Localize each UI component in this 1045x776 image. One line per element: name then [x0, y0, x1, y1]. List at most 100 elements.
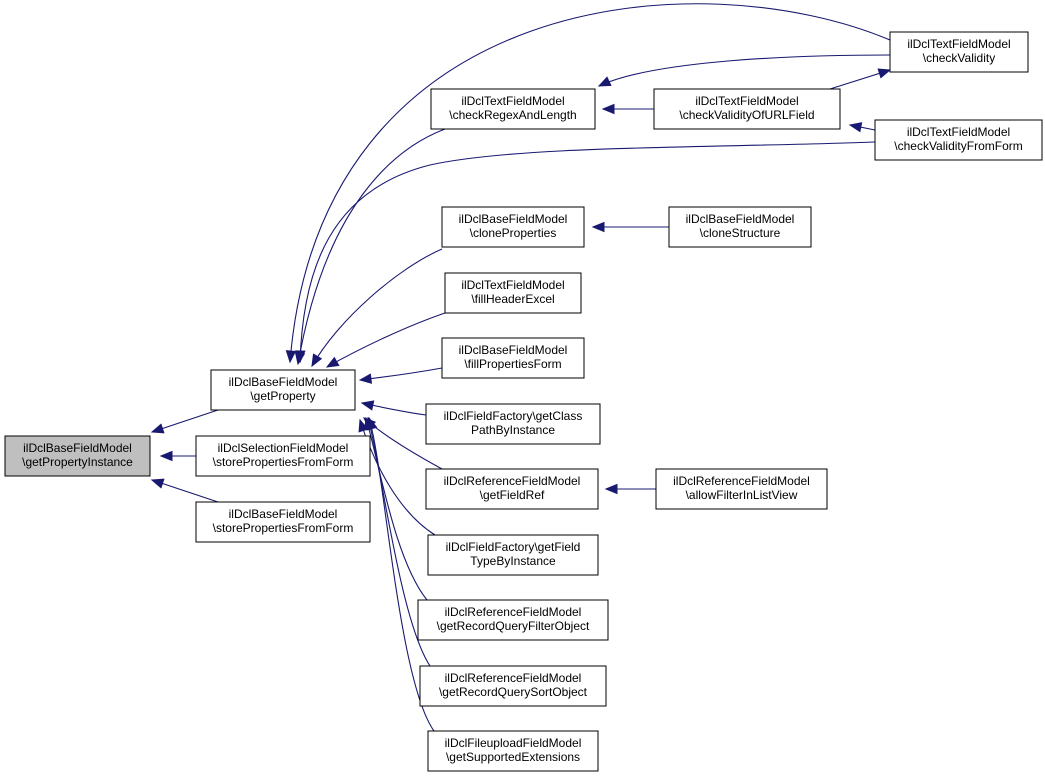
edge-cloneProps-to-getProperty [311, 248, 443, 368]
node-box[interactable] [430, 88, 596, 130]
node-class-label: ilDclReferenceFieldModel [445, 671, 582, 685]
node-class-label: ilDclTextFieldModel [695, 94, 798, 108]
node-class-label: ilDclBaseFieldModel [686, 212, 795, 226]
arrowhead [877, 68, 892, 79]
node-class-label: ilDclTextFieldModel [461, 278, 564, 292]
node-class-label: ilDclReferenceFieldModel [445, 605, 582, 619]
node-class-label: ilDclReferenceFieldModel [444, 474, 581, 488]
node-class-label: ilDclTextFieldModel [907, 37, 1010, 51]
arrowhead [150, 423, 165, 434]
edge-line [367, 417, 431, 667]
node-box[interactable] [444, 272, 582, 314]
arrowhead [367, 416, 378, 431]
node-method-label: \cloneProperties [470, 226, 557, 240]
node-class-label: ilDclBaseFieldModel [23, 441, 132, 455]
node-box[interactable] [441, 337, 585, 379]
node-class-label: ilDclTextFieldModel [461, 94, 564, 108]
edge-checkValidity-to-checkRegex [597, 54, 891, 87]
node-box[interactable] [427, 534, 599, 576]
edge-baseStore-to-root [150, 478, 219, 503]
node-method-label: \checkValidityOfURLField [679, 108, 814, 122]
node-box[interactable] [4, 435, 151, 477]
node-class-label: ilDclTextFieldModel [907, 125, 1010, 139]
edge-fillProps-to-getProperty [358, 367, 443, 384]
edge-line [289, 3, 891, 363]
node-supportedExt[interactable]: ilDclFileuploadFieldModel\getSupportedEx… [427, 730, 599, 772]
arrowhead [295, 350, 306, 364]
edge-checkValidity-to-getProperty [285, 3, 891, 364]
node-method-label: \storePropertiesFromForm [213, 521, 354, 535]
edge-line [151, 409, 219, 433]
node-box[interactable] [195, 435, 371, 477]
nodes-layer: ilDclBaseFieldModel\getPropertyInstancei… [4, 31, 1043, 772]
edge-line [598, 54, 891, 87]
node-class-label: ilDclReferenceFieldModel [673, 474, 810, 488]
node-checkValidity[interactable]: ilDclTextFieldModel\checkValidity [889, 31, 1029, 73]
node-filterObj[interactable]: ilDclReferenceFieldModel\getRecordQueryF… [417, 599, 609, 641]
node-box[interactable] [425, 403, 601, 445]
node-box[interactable] [889, 31, 1029, 73]
node-box[interactable] [874, 119, 1043, 161]
edge-getClassPath-to-getProperty [360, 400, 427, 416]
node-getProperty[interactable]: ilDclBaseFieldModel\getProperty [210, 369, 356, 411]
node-class-label: ilDclFileuploadFieldModel [445, 736, 582, 750]
node-allowFilter[interactable]: ilDclReferenceFieldModel\allowFilterInLi… [655, 468, 828, 510]
node-root[interactable]: ilDclBaseFieldModel\getPropertyInstance [4, 435, 151, 477]
edge-allowFilter-to-getFieldRef [604, 483, 656, 495]
node-method-label: \cloneStructure [700, 226, 781, 240]
node-box[interactable] [668, 206, 812, 248]
arrowhead [601, 103, 615, 115]
node-method-label: \fillHeaderExcel [471, 292, 554, 306]
node-method-label: \storePropertiesFromForm [213, 455, 354, 469]
node-box[interactable] [441, 206, 585, 248]
node-box[interactable] [419, 665, 607, 707]
node-box[interactable] [653, 88, 841, 130]
node-cloneStruct[interactable]: ilDclBaseFieldModel\cloneStructure [668, 206, 812, 248]
node-method-label: \checkRegexAndLength [449, 108, 576, 122]
node-checkURL[interactable]: ilDclTextFieldModel\checkValidityOfURLFi… [653, 88, 841, 130]
node-class-label: ilDclBaseFieldModel [459, 343, 568, 357]
edge-checkRegex-to-getProperty [294, 128, 446, 366]
node-method-label: \fillPropertiesForm [464, 357, 561, 371]
node-selStore[interactable]: ilDclSelectionFieldModel\storeProperties… [195, 435, 371, 477]
arrowhead [358, 373, 373, 384]
node-checkFromForm[interactable]: ilDclTextFieldModel\checkValidityFromFor… [874, 119, 1043, 161]
node-box[interactable] [425, 468, 599, 510]
node-class-label: ilDclBaseFieldModel [229, 375, 338, 389]
arrowhead [285, 350, 297, 364]
node-cloneProps[interactable]: ilDclBaseFieldModel\cloneProperties [441, 206, 585, 248]
edge-getProperty-to-root [150, 409, 219, 434]
edge-selStore-to-root [159, 450, 196, 462]
edge-checkURL-to-checkRegex [601, 103, 654, 115]
node-box[interactable] [655, 468, 828, 510]
edge-line [311, 248, 443, 367]
node-class-label: ilDclBaseFieldModel [229, 507, 338, 521]
node-class-label: ilDclFieldFactory\getClass [444, 409, 583, 423]
node-fillHeader[interactable]: ilDclTextFieldModel\fillHeaderExcel [444, 272, 582, 314]
node-getFieldRef[interactable]: ilDclReferenceFieldModel\getFieldRef [425, 468, 599, 510]
edge-line [297, 128, 446, 365]
node-method-label: \checkValidity [923, 51, 995, 65]
arrowhead [360, 400, 375, 411]
node-checkRegex[interactable]: ilDclTextFieldModel\checkRegexAndLength [430, 88, 596, 130]
node-box[interactable] [427, 730, 599, 772]
node-method-label: \getRecordQueryFilterObject [437, 619, 590, 633]
node-class-label: ilDclBaseFieldModel [459, 212, 568, 226]
arrowhead [311, 353, 323, 368]
edge-checkFromForm-to-getProperty [295, 141, 876, 364]
arrowhead [604, 483, 618, 495]
node-fillProps[interactable]: ilDclBaseFieldModel\fillPropertiesForm [441, 337, 585, 379]
node-box[interactable] [195, 501, 371, 543]
node-baseStore[interactable]: ilDclBaseFieldModel\storePropertiesFromF… [195, 501, 371, 543]
node-method-label: PathByInstance [471, 423, 555, 437]
edge-line [299, 141, 876, 363]
node-sortObj[interactable]: ilDclReferenceFieldModel\getRecordQueryS… [419, 665, 607, 707]
node-box[interactable] [417, 599, 609, 641]
edge-line [326, 312, 446, 368]
node-method-label: \getProperty [250, 389, 315, 403]
node-box[interactable] [210, 369, 356, 411]
edge-line [151, 479, 219, 503]
